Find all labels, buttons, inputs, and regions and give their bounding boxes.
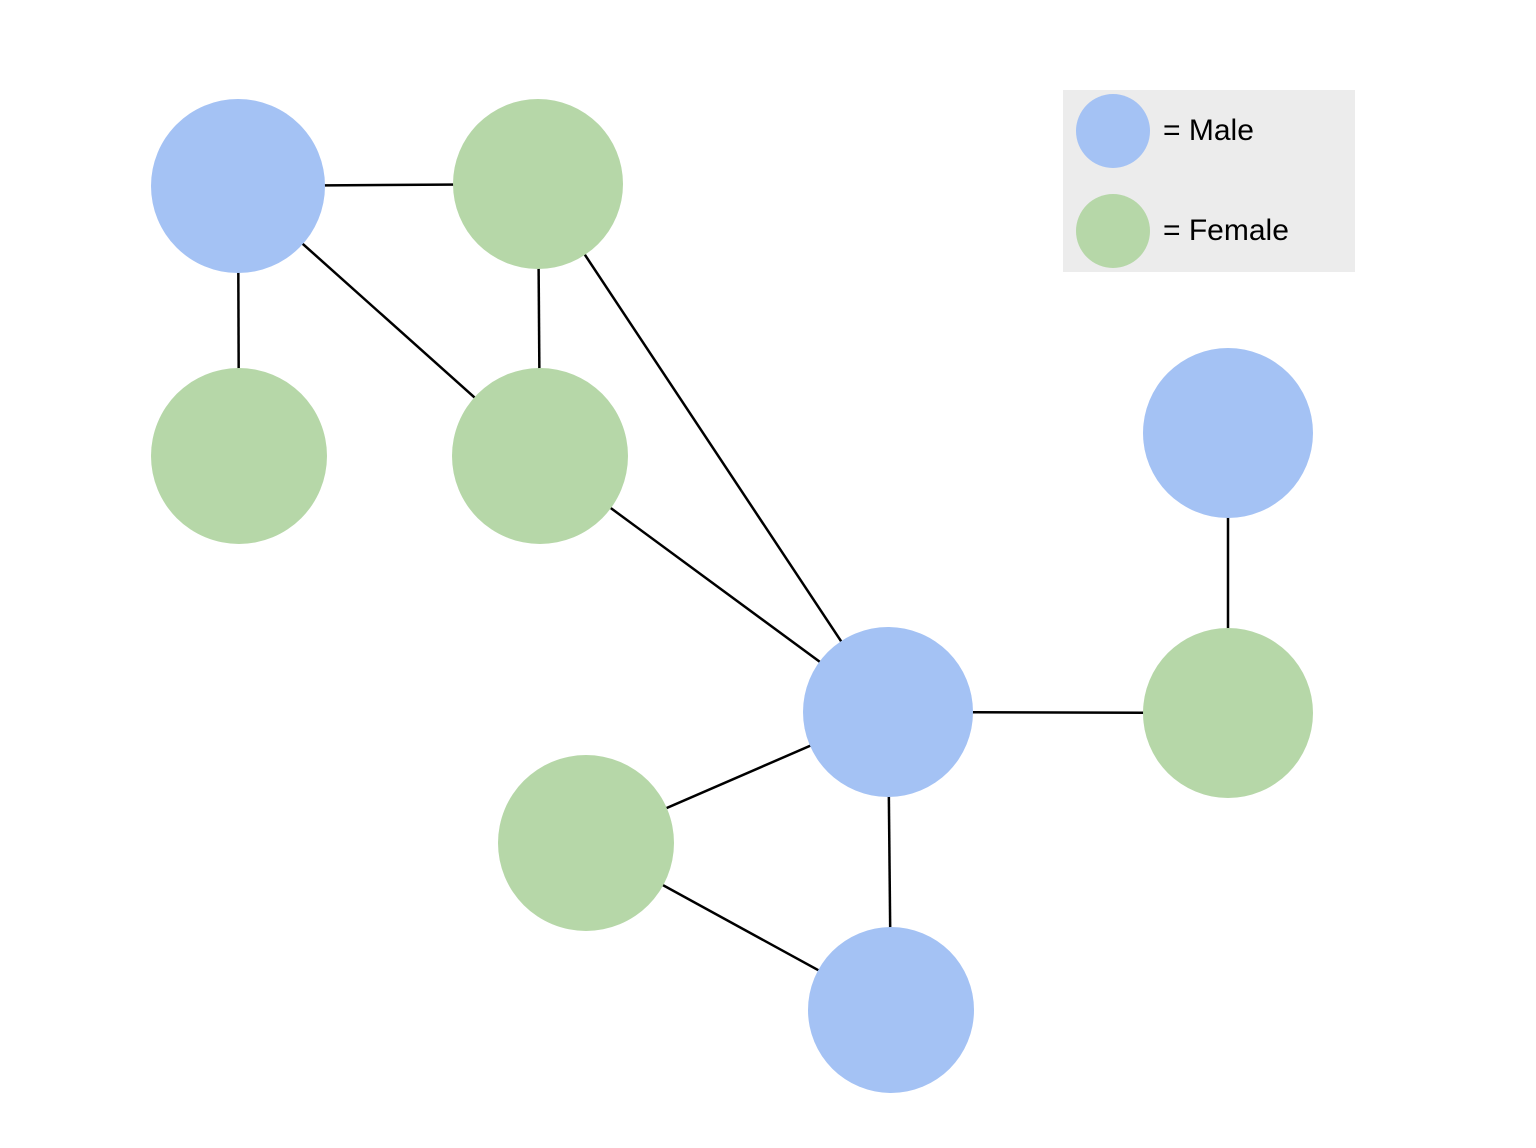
legend-label-male: = Male xyxy=(1163,114,1254,147)
graph-node-male xyxy=(1143,348,1313,518)
graph-node-female xyxy=(452,368,628,544)
legend-label-female: = Female xyxy=(1163,214,1289,247)
graph-node-female xyxy=(1143,628,1313,798)
graph-node-female xyxy=(151,368,327,544)
legend-item-female: = Female xyxy=(1076,194,1341,268)
graph-node-male xyxy=(808,927,974,1093)
graph-node-male xyxy=(803,627,973,797)
graph-node-female xyxy=(498,755,674,931)
legend-item-male: = Male xyxy=(1076,94,1341,168)
graph-node-female xyxy=(453,99,623,269)
male-node-icon xyxy=(1076,94,1150,168)
female-node-icon xyxy=(1076,194,1150,268)
legend: = Male = Female xyxy=(1063,90,1355,272)
graph-edge xyxy=(536,183,890,713)
graph-node-male xyxy=(151,99,325,273)
